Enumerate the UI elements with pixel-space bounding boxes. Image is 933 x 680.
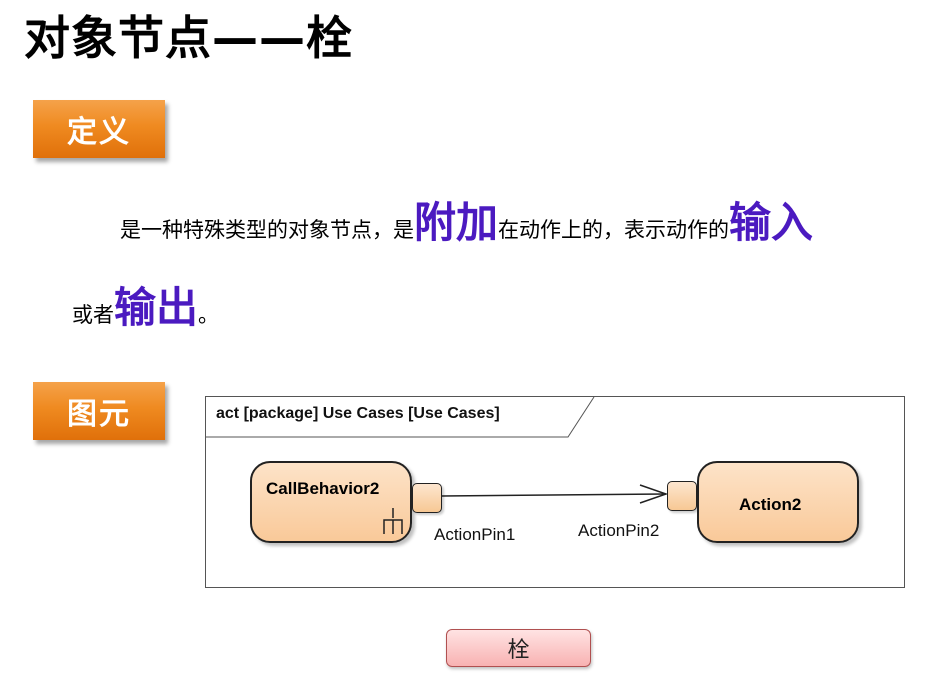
definition-tag: 定义 [33,100,165,158]
highlight-attach: 附加 [414,198,499,247]
definition-text-4: 。 [198,303,220,327]
action-node[interactable]: Action2 [697,461,859,543]
object-flow-arrow [441,484,669,504]
action-pin-2-label: ActionPin2 [578,521,660,540]
definition-line-2: 或者输出。 [72,278,219,345]
definition-text-2: 在动作上的，表示动作的 [498,218,730,242]
action-pin-1[interactable] [412,483,442,513]
definition-text-1: 是一种特殊类型的对象节点，是 [120,218,414,242]
frame-label: act [package] Use Cases [Use Cases] [216,405,500,422]
activity-diagram-frame: act [package] Use Cases [Use Cases] Call… [205,396,905,588]
highlight-input: 输入 [729,198,814,247]
pin-button[interactable]: 栓 [446,629,591,667]
rake-icon [383,508,403,534]
page-title: 对象节点——栓 [24,11,353,65]
call-behavior-label: CallBehavior2 [266,479,380,498]
call-behavior-node[interactable]: CallBehavior2 [250,461,412,543]
action-pin-1-label: ActionPin1 [434,525,516,544]
element-tag: 图元 [33,382,165,440]
action-label: Action2 [739,495,802,514]
action-pin-2[interactable] [667,481,697,511]
highlight-output: 输出 [114,283,199,332]
definition-line-1: 是一种特殊类型的对象节点，是附加在动作上的，表示动作的输入 [120,193,813,260]
definition-text-3: 或者 [72,303,114,327]
frame-label-pentagon [206,397,595,438]
